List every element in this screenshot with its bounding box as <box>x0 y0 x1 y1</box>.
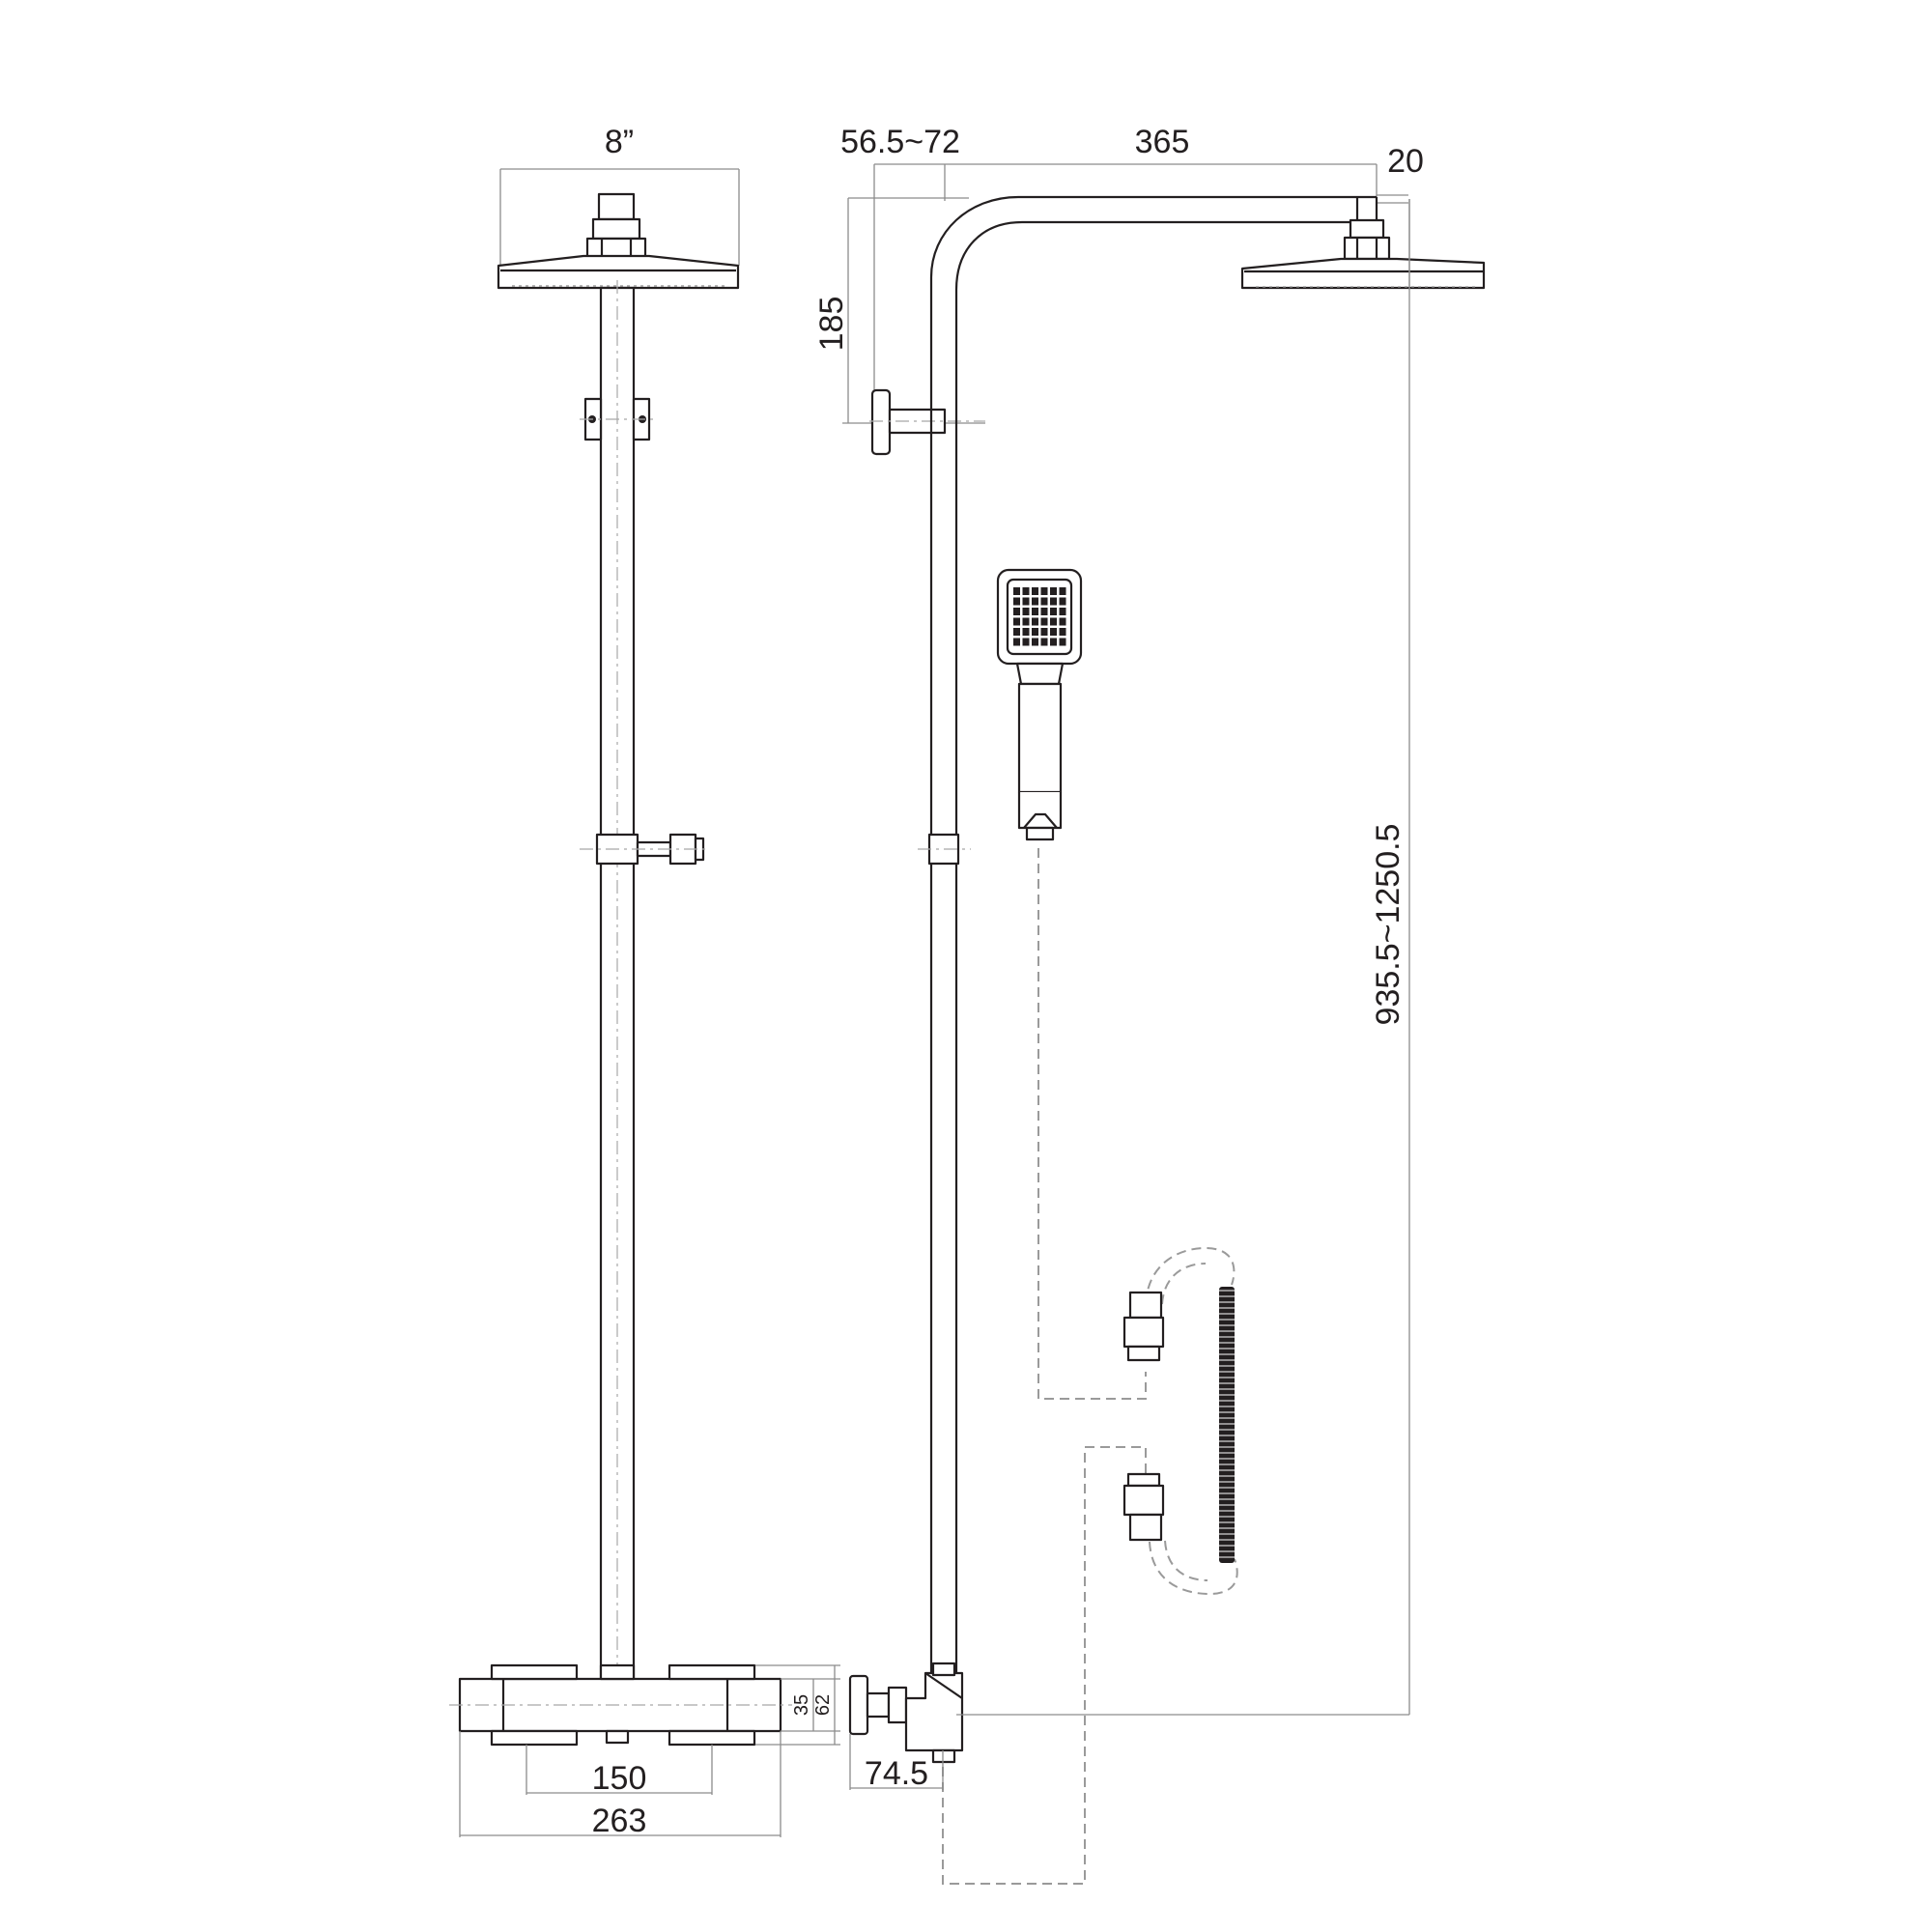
nozzle-dot <box>1059 628 1066 636</box>
nozzle-dot <box>1032 608 1038 615</box>
side-view <box>842 163 1486 1885</box>
label-wall-offset: 56.5~72 <box>840 124 960 160</box>
label-head-diameter: 8” <box>605 124 634 160</box>
side-depth-dimension <box>849 1734 944 1790</box>
label-total-height: 935.5~1250.5 <box>1370 824 1406 1026</box>
side-slider-bracket <box>918 833 971 866</box>
nozzle-dot <box>1059 638 1066 646</box>
nozzle-dot <box>1013 597 1020 606</box>
nozzle-dot <box>1013 587 1020 595</box>
nozzle-dot <box>1032 597 1038 606</box>
nozzle-dot <box>1022 587 1030 595</box>
nozzle-dot <box>1022 597 1030 606</box>
nozzle-dot <box>1032 617 1038 626</box>
nozzle-dot <box>1040 628 1048 636</box>
label-valve-depth: 74.5 <box>865 1755 928 1792</box>
front-pipe-clamp <box>580 397 657 441</box>
label-valve-width: 263 <box>592 1803 647 1839</box>
nozzle-dot <box>1022 638 1030 646</box>
valve-height-dimensions <box>755 1664 840 1746</box>
label-arm-length: 365 <box>1135 124 1190 160</box>
label-head-drop: 20 <box>1387 143 1424 180</box>
hand-shower-nozzle-grid <box>1013 587 1066 646</box>
nozzle-dot <box>1013 628 1020 636</box>
shower-hose-ribs <box>1219 1290 1235 1558</box>
nozzle-dot <box>1022 628 1030 636</box>
nozzle-dot <box>1022 617 1030 626</box>
nozzle-dot <box>1050 608 1057 615</box>
nozzle-dot <box>1040 638 1048 646</box>
nozzle-dot <box>1059 597 1066 606</box>
nozzle-dot <box>1032 587 1038 595</box>
nozzle-dot <box>1059 587 1066 595</box>
nozzle-dot <box>1040 587 1048 595</box>
front-riser-pipe <box>599 280 636 1686</box>
nozzle-dot <box>1050 597 1057 606</box>
front-slider-bracket <box>580 833 710 866</box>
label-arm-height: 185 <box>813 297 850 352</box>
label-inlet-spacing: 150 <box>592 1760 647 1797</box>
nozzle-dot <box>1040 597 1048 606</box>
total-height-dimension <box>956 199 1410 1716</box>
side-rain-shower-head <box>1240 218 1486 290</box>
side-wall-bracket <box>869 388 985 456</box>
nozzle-dot <box>1050 587 1057 595</box>
label-valve-height-outer: 62 <box>812 1694 834 1716</box>
nozzle-dot <box>1013 608 1020 615</box>
nozzle-dot <box>1050 628 1057 636</box>
nozzle-dot <box>1040 608 1048 615</box>
nozzle-dot <box>1050 638 1057 646</box>
nozzle-dot <box>1040 617 1048 626</box>
hand-shower <box>996 568 1083 841</box>
shower-hose <box>1122 1287 1235 1563</box>
label-valve-height-inner: 35 <box>791 1694 812 1716</box>
side-thermostatic-valve <box>848 1662 964 1764</box>
front-rain-shower-head <box>497 192 740 290</box>
nozzle-dot <box>1050 617 1057 626</box>
nozzle-dot <box>1059 617 1066 626</box>
head-width-dimension <box>499 168 740 266</box>
nozzle-dot <box>1032 628 1038 636</box>
side-riser-and-arm <box>929 195 1378 1673</box>
front-view <box>449 168 840 1837</box>
front-thermostatic-valve <box>449 1663 792 1747</box>
hose-connection-paths <box>942 848 1238 1885</box>
nozzle-dot <box>1013 617 1020 626</box>
nozzle-dot <box>1013 638 1020 646</box>
nozzle-dot <box>1022 608 1030 615</box>
valve-width-dimensions <box>459 1731 781 1837</box>
nozzle-dot <box>1032 638 1038 646</box>
nozzle-dot <box>1059 608 1066 615</box>
side-top-dimensions <box>842 163 1408 424</box>
